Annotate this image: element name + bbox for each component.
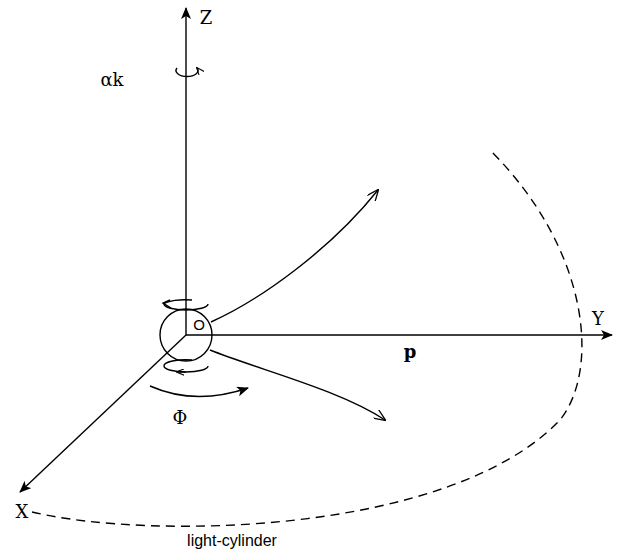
field-line <box>210 350 385 420</box>
axis-label: Φ <box>173 409 188 427</box>
phi-arrow <box>150 386 248 397</box>
axis-label: Y <box>592 310 604 328</box>
z-axis <box>185 8 186 335</box>
field-line <box>211 190 378 322</box>
sphere-outline <box>159 308 213 362</box>
x-axis <box>20 335 186 492</box>
origin-label: O <box>193 317 205 332</box>
loop-arrow <box>177 371 186 372</box>
curve-label: light-cylinder <box>187 533 277 549</box>
sphere-circle <box>160 309 212 361</box>
axis-label: X <box>16 503 29 521</box>
axis-label: αk <box>100 71 123 89</box>
loop-arrow <box>163 300 171 308</box>
axis-label: p <box>404 343 417 361</box>
axis-label: Z <box>200 9 213 27</box>
rotation-arrow <box>176 68 198 76</box>
light-cylinder-curve <box>32 150 582 526</box>
star-sphere: O <box>159 308 213 362</box>
y-axis <box>186 334 612 335</box>
